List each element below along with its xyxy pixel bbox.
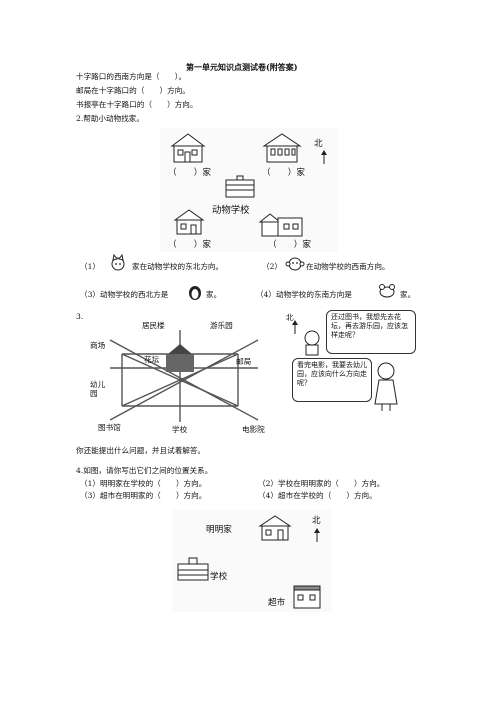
statement-text: （3）动物学校的西北方是 — [80, 290, 169, 299]
followup-text: 你还能提出什么问题，并且试着解答。 — [76, 446, 206, 455]
statement-number: （2） — [262, 262, 283, 271]
place-label-school: 学校 — [210, 572, 228, 582]
place-label-school: 学校 — [172, 425, 188, 434]
question-item: （4）超市在学校的（ ）方向。 — [258, 491, 377, 500]
north-label: 北 — [312, 516, 321, 526]
house-icon — [258, 213, 303, 237]
place-label-home: 明明家 — [206, 525, 232, 535]
penguin-icon — [189, 286, 201, 300]
north-label: 北 — [286, 313, 294, 322]
house-icon — [262, 133, 302, 163]
north-label: 北 — [314, 139, 323, 149]
north-arrow-icon — [292, 320, 298, 334]
girl-icon — [374, 362, 398, 411]
speech-bubble: 看完电影，我要去幼儿园，应该向什么方向走呢？ — [292, 358, 372, 402]
place-label-cinema: 电影院 — [242, 425, 265, 434]
statement-number: （1） — [80, 262, 101, 271]
statement-end: 家。 — [400, 290, 416, 299]
home-blank: （ ）家 — [168, 240, 211, 250]
animal-home-figure: 北 （ ）家 （ ）家 动物学校 （ ）家 （ ）家 — [160, 128, 338, 252]
question-item: （1）明明家在学校的（ ）方向。 — [80, 479, 207, 488]
place-label-post: 邮局 — [236, 357, 252, 366]
monkey-icon — [285, 257, 305, 271]
place-label-kinder: 幼儿园 — [90, 380, 106, 398]
school-building-icon — [177, 557, 209, 581]
place-label-market: 超市 — [268, 598, 286, 608]
home-blank: （ ）家 — [268, 240, 311, 250]
question-line: 邮局在十字路口的（ ）方向。 — [76, 86, 190, 95]
road-lines — [109, 330, 259, 422]
school-building-icon — [225, 175, 255, 198]
question-heading: 4.如图，请你写出它们之间的位置关系。 — [76, 466, 213, 475]
statement-text: 家在动物学校的东北方向。 — [132, 262, 224, 271]
speech-bubble: 还过图书，我想先去花坛，再去游乐园，应该怎样走呢？ — [326, 310, 416, 354]
town-map-figure: 居民楼 游乐园 商场 花坛 邮局 幼儿园 图书馆 学校 电影院 北 — [88, 310, 294, 436]
north-arrow-icon — [321, 150, 327, 164]
place-label-flower: 花坛 — [144, 355, 160, 364]
boy-icon — [304, 330, 320, 356]
house-icon — [173, 209, 205, 235]
home-blank: （ ）家 — [168, 168, 211, 178]
position-figure: 明明家 北 学校 超市 — [172, 510, 332, 612]
question-item: （2）学校在明明家的（ ）方向。 — [258, 479, 385, 488]
center-label: 动物学校 — [212, 205, 250, 216]
north-arrow-icon — [314, 528, 320, 542]
statement-text: 在动物学校的西南方向。 — [306, 262, 390, 271]
statement-end: 家。 — [206, 290, 222, 299]
place-label-residence: 居民楼 — [142, 321, 165, 330]
question-line: 十字路口的西南方向是（ ）。 — [76, 72, 187, 81]
cat-icon — [111, 253, 125, 271]
house-icon — [258, 515, 292, 541]
place-label-park: 游乐园 — [210, 321, 233, 330]
question-item: （3）超市在明明家的（ ）方向。 — [80, 491, 207, 500]
question-line: 书报亭在十字路口的（ ）方向。 — [76, 100, 198, 109]
page-title: 第一单元知识点测试卷(附答案) — [186, 62, 298, 72]
house-icon — [170, 133, 206, 163]
home-blank: （ ）家 — [262, 168, 305, 178]
supermarket-icon — [293, 585, 321, 609]
place-label-mall: 商场 — [90, 341, 106, 350]
statement-text: （4）动物学校的东南方向是 — [256, 290, 352, 299]
question-number: 3. — [76, 312, 84, 321]
mouse-icon — [379, 284, 395, 298]
question-heading: 2.帮助小动物找家。 — [76, 114, 144, 123]
place-label-library: 图书馆 — [98, 423, 121, 432]
